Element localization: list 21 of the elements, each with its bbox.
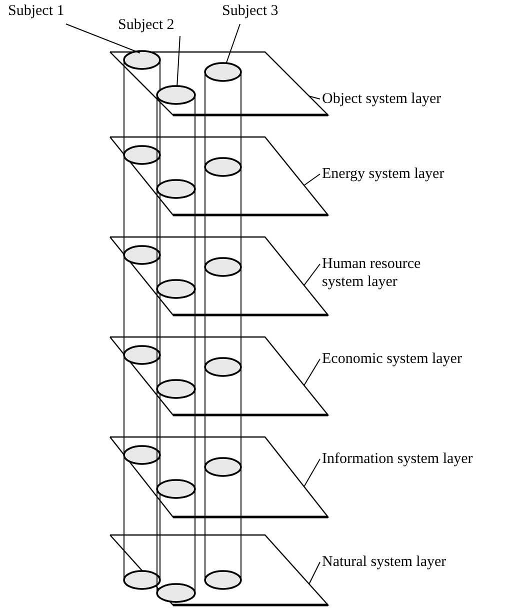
leader-line (304, 264, 320, 286)
leader-line (308, 562, 320, 584)
leader-line (304, 358, 320, 386)
leader-line (66, 24, 140, 54)
leader-line (304, 458, 320, 488)
leader-line (308, 96, 320, 100)
leader-line (226, 24, 240, 64)
cylinder (123, 50, 161, 590)
leader-line (304, 174, 320, 186)
node-label: Subject 2 (118, 16, 174, 34)
cylinder (204, 62, 242, 590)
node-label: Energy system layer (322, 165, 444, 183)
node-label: Subject 3 (222, 2, 278, 20)
node-label: Economic system layer (322, 350, 462, 368)
node-label: Information system layer (322, 450, 473, 468)
node-label: Human resource system layer (322, 255, 442, 291)
leader-line (176, 36, 180, 88)
node-label: Natural system layer (322, 553, 446, 571)
node-label: Object system layer (322, 90, 442, 108)
cylinder (156, 85, 196, 603)
node-label: Subject 1 (8, 2, 64, 20)
